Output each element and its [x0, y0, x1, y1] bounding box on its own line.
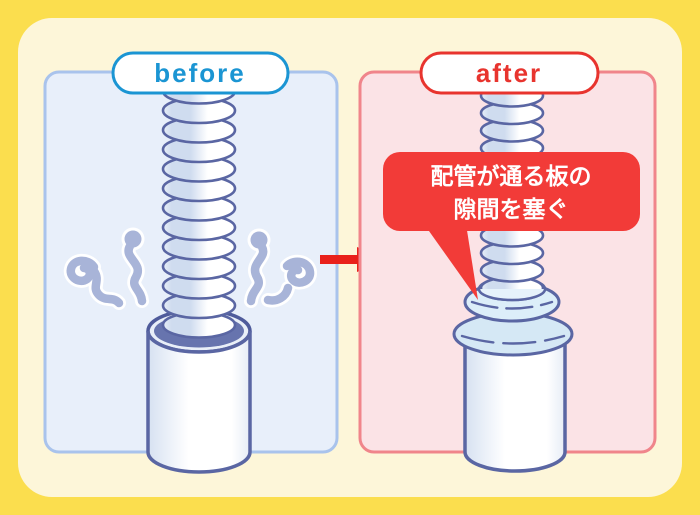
corrugated-pipe-before	[161, 77, 237, 339]
sleeve-body-before	[146, 330, 252, 474]
after-badge-pill	[419, 51, 600, 95]
before-badge-pill	[111, 51, 290, 95]
draft-squiggle-icon	[263, 283, 293, 305]
putty-collar-rim	[477, 288, 547, 302]
before-badge-label: before	[154, 58, 245, 88]
before-panel: before	[43, 51, 339, 474]
callout-tail	[424, 224, 478, 300]
putty-crease	[460, 334, 566, 345]
callout-text-line1: 配管が通る板の	[431, 163, 592, 190]
draft-squiggles	[63, 227, 317, 310]
draft-squiggle-icon	[246, 242, 268, 306]
callout-text-line2: 隙間を塞ぐ	[454, 197, 569, 223]
after-badge: after	[419, 51, 600, 95]
before-badge: before	[111, 51, 290, 95]
callout-bubble: 配管が通る板の 隙間を塞ぐ	[383, 152, 640, 300]
sleeve-body-after	[463, 340, 567, 473]
putty-collar-front	[479, 289, 545, 300]
draft-squiggle-icon	[124, 241, 147, 306]
after-panel: 配管が通る板の 隙間を塞ぐ after	[358, 51, 657, 473]
putty-crease	[470, 300, 554, 310]
draft-squiggle-icon	[89, 266, 124, 308]
draft-squiggle-icon	[66, 256, 99, 286]
callout-bubble-bg	[383, 152, 640, 231]
draft-squiggle-icon	[282, 257, 315, 287]
after-badge-label: after	[476, 58, 542, 88]
